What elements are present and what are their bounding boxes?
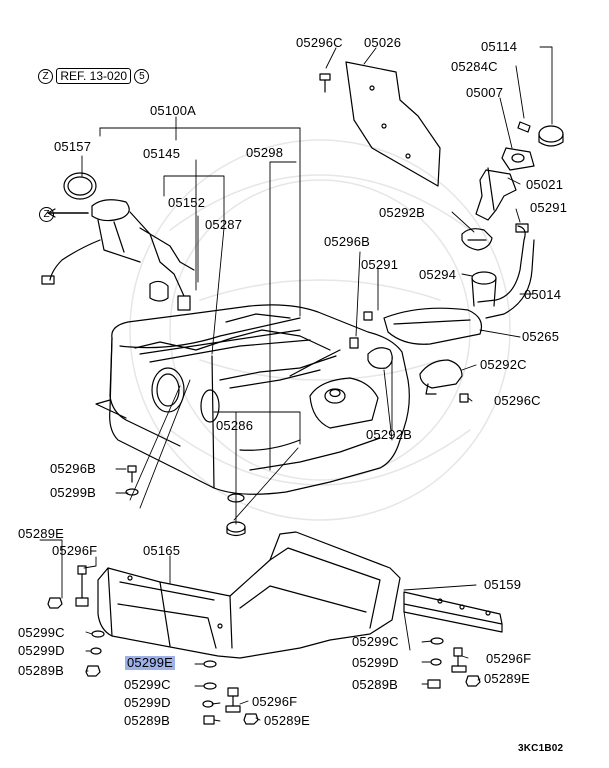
part-label-05292b-low[interactable]: 05292B xyxy=(366,427,413,442)
part-label-05114[interactable]: 05114 xyxy=(481,39,518,54)
part-label-05289b-right[interactable]: 05289B xyxy=(352,677,399,692)
part-label-05265[interactable]: 05265 xyxy=(522,329,560,344)
part-label-05152[interactable]: 05152 xyxy=(168,195,206,210)
part-label-05289e-left[interactable]: 05289E xyxy=(18,526,65,541)
part-label-05291[interactable]: 05291 xyxy=(530,200,568,215)
part-label-05157[interactable]: 05157 xyxy=(54,139,92,154)
fuel-tank xyxy=(95,304,410,537)
part-label-05159[interactable]: 05159 xyxy=(484,577,522,592)
reference-note: Z REF. 13-020 5 xyxy=(38,68,150,85)
tank-protector xyxy=(97,531,401,659)
part-label-05289e-bottom[interactable]: 05289E xyxy=(264,713,311,728)
part-label-05287[interactable]: 05287 xyxy=(205,217,243,232)
part-label-05299d-bottom[interactable]: 05299D xyxy=(124,695,171,710)
part-label-05292b[interactable]: 05292B xyxy=(379,205,426,220)
ref-page-circle: 5 xyxy=(134,69,150,85)
part-label-05100a[interactable]: 05100A xyxy=(150,103,197,118)
part-label-05299c-right[interactable]: 05299C xyxy=(352,634,399,649)
part-label-05296f-bottom[interactable]: 05296F xyxy=(252,694,298,709)
ref-text: REF. 13-020 xyxy=(56,68,132,84)
part-label-05299c-left[interactable]: 05299C xyxy=(18,625,65,640)
diagram-code: 3KC1B02 xyxy=(518,743,564,754)
part-label-05145[interactable]: 05145 xyxy=(143,146,181,161)
part-label-05021[interactable]: 05021 xyxy=(526,177,564,192)
z-arrow-marker: Z xyxy=(39,207,54,223)
part-label-05291-mid[interactable]: 05291 xyxy=(361,257,399,272)
ref-prefix-circle: Z xyxy=(38,69,53,85)
hardware xyxy=(47,465,481,725)
part-label-05296f-right[interactable]: 05296F xyxy=(486,651,532,666)
fuel-pump-assembly xyxy=(41,172,195,311)
part-label-05165[interactable]: 05165 xyxy=(143,543,181,558)
part-label-05296c[interactable]: 05296C xyxy=(296,35,343,50)
part-label-05014[interactable]: 05014 xyxy=(524,287,562,302)
crossmember xyxy=(403,591,503,633)
part-label-05007[interactable]: 05007 xyxy=(466,85,504,100)
part-label-05296b-left[interactable]: 05296B xyxy=(50,461,97,476)
part-label-05289b-left[interactable]: 05289B xyxy=(18,663,65,678)
part-label-05289b-bottom[interactable]: 05289B xyxy=(124,713,171,728)
part-label-05299e-highlighted[interactable]: 05299E xyxy=(125,655,176,670)
leader-lines xyxy=(39,46,553,722)
part-label-05299b-left[interactable]: 05299B xyxy=(50,485,97,500)
part-label-05296f-left[interactable]: 05296F xyxy=(52,543,98,558)
part-label-05299d-right[interactable]: 05299D xyxy=(352,655,399,670)
part-label-05299d-left[interactable]: 05299D xyxy=(18,643,65,658)
part-label-05292c[interactable]: 05292C xyxy=(480,357,527,372)
part-label-05296c-right[interactable]: 05296C xyxy=(494,393,541,408)
part-label-05294[interactable]: 05294 xyxy=(419,267,457,282)
part-label-05286[interactable]: 05286 xyxy=(216,418,254,433)
part-label-05298[interactable]: 05298 xyxy=(246,145,284,160)
part-label-05026[interactable]: 05026 xyxy=(364,35,402,50)
part-label-05296b[interactable]: 05296B xyxy=(324,234,371,249)
part-label-05289e-right[interactable]: 05289E xyxy=(484,671,531,686)
z-marker-circle: Z xyxy=(39,207,54,223)
filler-neck xyxy=(319,61,564,403)
part-label-05284c[interactable]: 05284C xyxy=(451,59,498,74)
part-label-05299c-bottom[interactable]: 05299C xyxy=(124,677,171,692)
